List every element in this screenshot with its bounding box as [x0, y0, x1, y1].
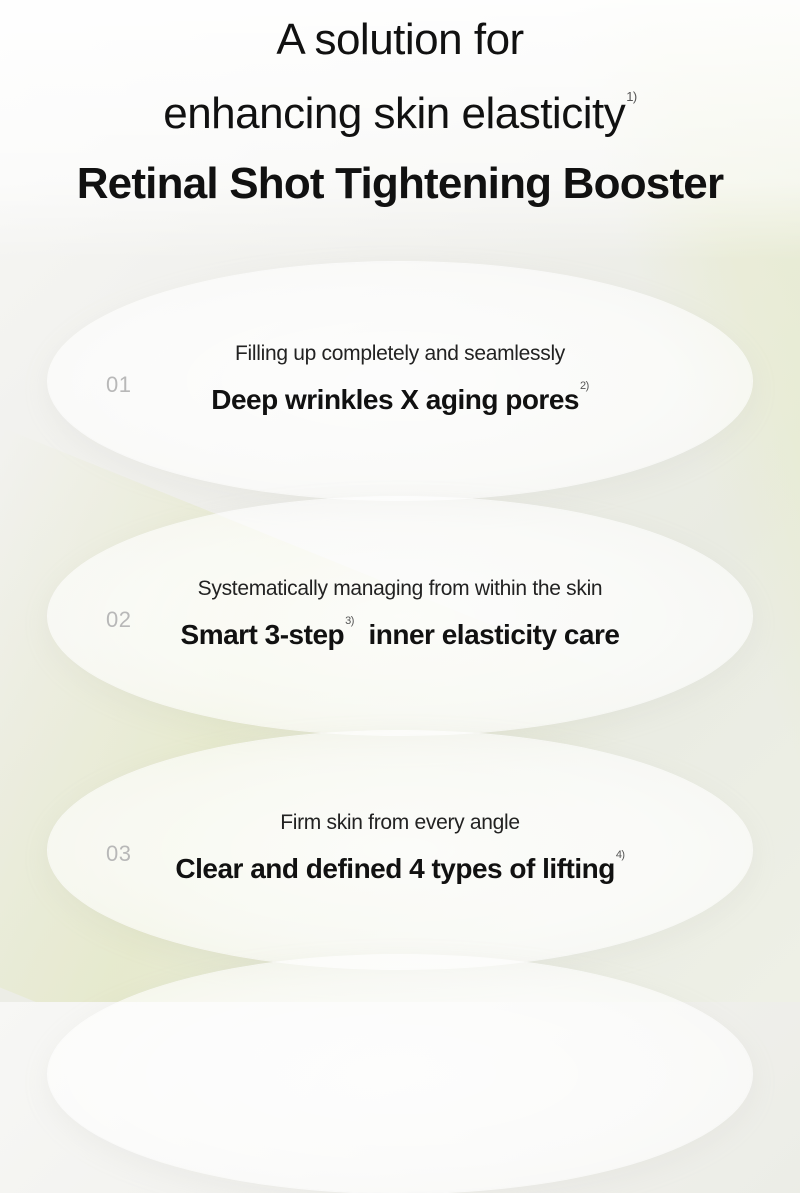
- feature-card-partial: [48, 955, 752, 1193]
- feature-card-2: 02 Systematically managing from within t…: [48, 497, 752, 735]
- feature-subtitle: Firm skin from every angle: [280, 811, 520, 834]
- footnote-marker: 1): [626, 89, 637, 104]
- feature-title-text: Deep wrinkles X aging pores: [211, 384, 579, 415]
- feature-title: Deep wrinkles X aging pores2): [48, 380, 752, 416]
- feature-title-text: Clear and defined 4 types of lifting: [175, 853, 615, 884]
- product-name: Retinal Shot Tightening Booster: [76, 159, 724, 208]
- feature-title-text-part2: inner elasticity care: [368, 619, 620, 650]
- footnote-marker: 2): [579, 380, 589, 392]
- feature-title: Smart 3-step3) inner elasticity care: [48, 615, 752, 651]
- feature-number: 01: [106, 372, 132, 397]
- headline-line-2-text: enhancing skin elasticity: [163, 89, 626, 138]
- feature-title-text-part1: Smart 3-step: [180, 619, 345, 650]
- feature-title: Clear and defined 4 types of lifting4): [48, 849, 752, 885]
- feature-card-3: 03 Firm skin from every angle Clear and …: [48, 731, 752, 969]
- headline-line-1: A solution for: [276, 15, 524, 64]
- footnote-marker: 4): [615, 849, 625, 861]
- feature-subtitle: Filling up completely and seamlessly: [234, 342, 566, 365]
- footnote-marker: 3): [345, 615, 354, 627]
- feature-number: 03: [106, 841, 132, 866]
- feature-subtitle: Systematically managing from within the …: [197, 577, 603, 600]
- feature-card-1: 01 Filling up completely and seamlessly …: [48, 262, 752, 500]
- headline-line-2: enhancing skin elasticity1): [0, 89, 800, 138]
- feature-number: 02: [106, 607, 132, 632]
